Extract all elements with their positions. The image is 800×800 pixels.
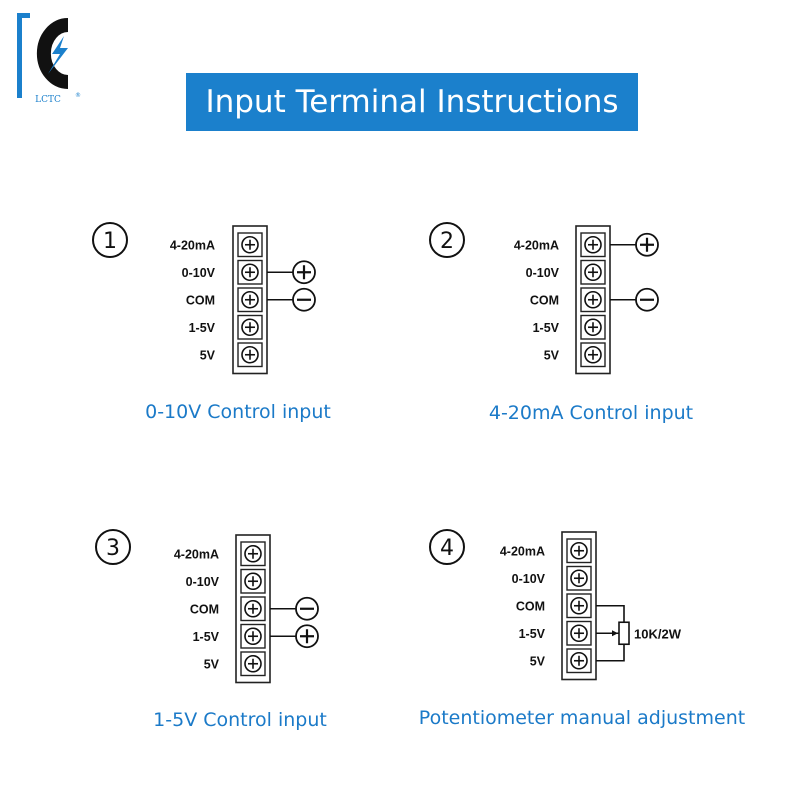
lctc-logo: LCTC ®: [17, 13, 81, 105]
diagram-3: 3 4-20mA 0-10V COM 1-5V 5V 1-5V Control input: [95, 529, 327, 731]
terminal-label: 4-20mA: [514, 238, 559, 252]
terminal-com: COM: [186, 287, 263, 313]
terminal-com: COM: [516, 593, 592, 619]
terminal-label: 1-5V: [533, 321, 560, 335]
diagram-number: 2: [440, 229, 454, 254]
diagram-number: 4: [440, 536, 454, 561]
potentiometer-label: 10K/2W: [634, 626, 682, 641]
terminal-5v: 5V: [204, 651, 266, 677]
logo-text: LCTC: [35, 95, 61, 105]
terminal-label: 1-5V: [189, 321, 216, 335]
terminal-label: 5V: [544, 348, 560, 362]
terminal-0-10v: 0-10V: [526, 259, 606, 285]
terminal-label: 1-5V: [193, 630, 220, 644]
diagram-caption: 0-10V Control input: [145, 401, 331, 423]
terminal-label: 4-20mA: [500, 544, 545, 558]
terminal-1-5v: 1-5V: [519, 620, 592, 646]
terminal-1-5v: 1-5V: [189, 314, 263, 340]
diagram-number-circle: [95, 529, 131, 565]
minus-terminal-icon: [635, 287, 659, 312]
terminal-4-20ma: 4-20mA: [500, 538, 592, 564]
plus-terminal-icon: [635, 232, 659, 257]
terminal-label: COM: [186, 293, 215, 307]
diagram-number-circle: [429, 529, 465, 565]
terminal-com: COM: [530, 287, 606, 313]
terminal-label: 4-20mA: [174, 547, 219, 561]
terminal-0-10v: 0-10V: [512, 565, 592, 591]
diagram-1: 1 4-20mA 0-10V COM 1-5V 5V 0-10V Control input: [92, 222, 331, 423]
terminal-label: 5V: [204, 657, 220, 671]
diagram-2: 2 4-20mA 0-10V COM 1-5V 5V 4-20mA Control inpu…: [429, 222, 693, 424]
terminal-0-10v: 0-10V: [186, 568, 266, 594]
minus-terminal-icon: [292, 287, 316, 312]
potentiometer-icon: [596, 604, 630, 662]
terminal-label: 4-20mA: [170, 238, 215, 252]
terminal-label: 0-10V: [526, 266, 560, 280]
terminal-4-20ma: 4-20mA: [174, 541, 266, 567]
terminal-4-20ma: 4-20mA: [170, 232, 263, 258]
diagram-number-circle: [92, 222, 128, 258]
terminal-1-5v: 1-5V: [193, 623, 266, 649]
terminal-5v: 5V: [544, 342, 606, 368]
terminal-label: COM: [190, 602, 219, 616]
diagram-number: 1: [103, 229, 117, 254]
minus-terminal-icon: [295, 596, 319, 621]
diagram-4: 4 4-20mA 0-10V COM 1-5V 5V 10K/2W Potentiometer…: [419, 529, 745, 729]
plus-terminal-icon: [292, 260, 316, 285]
terminal-label: COM: [516, 599, 545, 613]
terminal-4-20ma: 4-20mA: [514, 232, 606, 258]
plus-terminal-icon: [295, 624, 319, 649]
terminal-1-5v: 1-5V: [533, 314, 606, 340]
terminal-0-10v: 0-10V: [182, 259, 263, 285]
diagram-caption: 1-5V Control input: [153, 709, 327, 731]
registered-mark: ®: [75, 92, 81, 99]
terminal-label: 5V: [530, 654, 546, 668]
diagram-caption: 4-20mA Control input: [489, 402, 693, 424]
diagram-number: 3: [106, 536, 120, 561]
terminal-5v: 5V: [530, 648, 592, 674]
diagram-caption: Potentiometer manual adjustment: [419, 707, 745, 729]
terminal-label: 0-10V: [182, 266, 216, 280]
terminal-label: 5V: [200, 348, 216, 362]
terminal-label: 0-10V: [186, 575, 220, 589]
title-banner: Input Terminal Instructions: [186, 73, 638, 131]
terminal-5v: 5V: [200, 342, 263, 368]
terminal-label: 0-10V: [512, 572, 546, 586]
terminal-com: COM: [190, 596, 266, 622]
diagram-number-circle: [429, 222, 465, 258]
terminal-label: COM: [530, 293, 559, 307]
terminal-label: 1-5V: [519, 627, 546, 641]
